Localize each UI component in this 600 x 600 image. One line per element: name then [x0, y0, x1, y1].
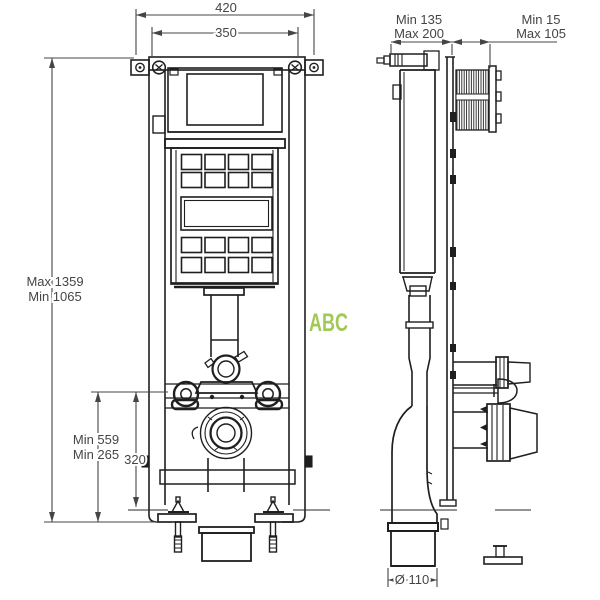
dim-outlet-height-label: 320 [124, 452, 146, 467]
outlet-pipe-side [387, 522, 439, 567]
anchor-bolt-left [168, 496, 189, 553]
mount-rod-side [453, 378, 518, 404]
bracket-screw-left [151, 60, 167, 75]
cistern-front [170, 147, 279, 289]
dim-height-line1: Max 1359 [26, 274, 83, 289]
dim-mount-width-label: 350 [215, 25, 237, 40]
cistern-ribs [180, 153, 273, 274]
dim-bolt-line2: Min 265 [73, 447, 119, 462]
dim-rod-line1: Min 15 [521, 12, 560, 27]
dim-depth-line2: Max 200 [394, 26, 444, 41]
fixing-bolt-bar [165, 380, 289, 411]
dimension-lines [44, 9, 557, 587]
dimension-labels: 420 350 Min 135 Max 200 Min 15 Max 105 M… [24, 0, 567, 589]
dim-height-line2: Min 1065 [28, 289, 81, 304]
water-inlet [376, 50, 440, 71]
bracket-screw-right [287, 60, 303, 75]
frame-rails [148, 70, 306, 494]
wall-bracket-right [304, 59, 324, 76]
brand-watermark: ABC [309, 309, 348, 337]
flush-pipe-side [405, 295, 434, 406]
side-view [128, 50, 538, 567]
anchor-bolt-right [263, 496, 284, 553]
outlet-pipe-front [198, 526, 255, 562]
outlet-connector [453, 403, 538, 462]
pipe-clamp [194, 350, 259, 394]
flush-pipe-front [203, 287, 245, 357]
flush-connector [453, 356, 531, 389]
cistern-side [392, 69, 436, 297]
wall-bracket-left [130, 59, 150, 76]
floor-bracket-side [483, 545, 523, 565]
drain-flange [191, 406, 253, 460]
front-view [130, 56, 324, 562]
wall-rod-block [455, 65, 502, 133]
dim-outlet-diameter-label: Ø 110 [395, 572, 429, 587]
side-rail [439, 56, 457, 507]
dim-frame-width-label: 420 [215, 0, 237, 15]
rail-clip [152, 115, 166, 134]
drain-elbow [391, 405, 449, 530]
dim-depth-line1: Min 135 [396, 12, 442, 27]
access-panel [164, 67, 286, 149]
dim-bolt-line1: Min 559 [73, 432, 119, 447]
frame-bottom [141, 455, 313, 523]
dim-rod-line2: Max 105 [516, 26, 566, 41]
